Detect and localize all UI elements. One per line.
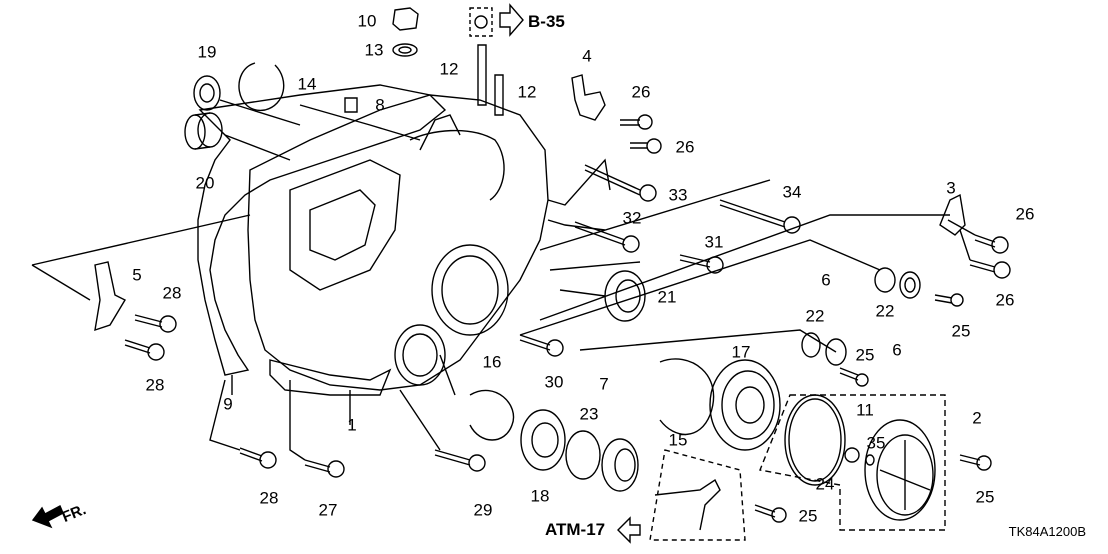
callout-12-a: 12 <box>439 59 459 79</box>
callout-29: 29 <box>473 500 493 520</box>
drain-plug <box>393 8 418 30</box>
callout-12-b: 12 <box>517 82 537 102</box>
callout-25-b: 25 <box>855 345 875 365</box>
callout-1: 1 <box>347 415 357 435</box>
atm17-arrow <box>618 518 640 542</box>
callout-25-d: 25 <box>798 506 818 526</box>
callout-22-a: 22 <box>805 306 825 326</box>
callout-35: 35 <box>866 433 886 453</box>
callout-32: 32 <box>622 208 642 228</box>
gasket-outline <box>198 85 445 375</box>
callout-19: 19 <box>197 42 217 62</box>
callout-28-c: 28 <box>259 488 279 508</box>
callout-20: 20 <box>195 173 215 193</box>
callout-18: 18 <box>530 486 550 506</box>
callout-25-c: 25 <box>975 487 995 507</box>
callout-4: 4 <box>582 46 592 66</box>
reference-b35[interactable]: B-35 <box>528 12 565 31</box>
callout-5: 5 <box>132 265 142 285</box>
callout-26-d: 26 <box>995 290 1015 310</box>
front-arrow-shape <box>33 506 63 527</box>
callout-10: 10 <box>357 11 377 31</box>
callout-6-a: 6 <box>821 270 831 290</box>
callout-11: 11 <box>856 400 874 420</box>
callout-27: 27 <box>318 500 338 520</box>
callout-33: 33 <box>668 185 688 205</box>
callout-28-a: 28 <box>162 283 182 303</box>
callout-9: 9 <box>223 394 233 414</box>
callout-30: 30 <box>544 372 564 392</box>
callout-15: 15 <box>668 430 688 450</box>
callout-21: 21 <box>657 287 677 307</box>
diagram-code: TK84A1200B <box>1008 524 1086 539</box>
callout-8: 8 <box>375 95 385 115</box>
callout-24: 24 <box>815 474 835 494</box>
b35-arrow <box>500 5 523 35</box>
callout-23: 23 <box>579 404 599 424</box>
callout-14: 14 <box>297 74 317 94</box>
callout-26-a: 26 <box>631 82 651 102</box>
callout-7: 7 <box>599 374 609 394</box>
callout-16: 16 <box>482 352 502 372</box>
reference-atm17[interactable]: ATM-17 <box>545 520 606 539</box>
callout-13: 13 <box>364 40 384 60</box>
callout-17: 17 <box>731 342 751 362</box>
callout-3: 3 <box>946 178 956 198</box>
callout-28-b: 28 <box>145 375 165 395</box>
callout-26-c: 26 <box>1015 204 1035 224</box>
callout-31: 31 <box>704 232 724 252</box>
transmission-housing <box>248 95 548 390</box>
callout-25-a: 25 <box>951 321 971 341</box>
callout-6-b: 6 <box>892 340 902 360</box>
callout-22-b: 22 <box>875 301 895 321</box>
callout-2: 2 <box>972 408 982 428</box>
callout-26-b: 26 <box>675 137 695 157</box>
callout-34: 34 <box>782 182 802 202</box>
